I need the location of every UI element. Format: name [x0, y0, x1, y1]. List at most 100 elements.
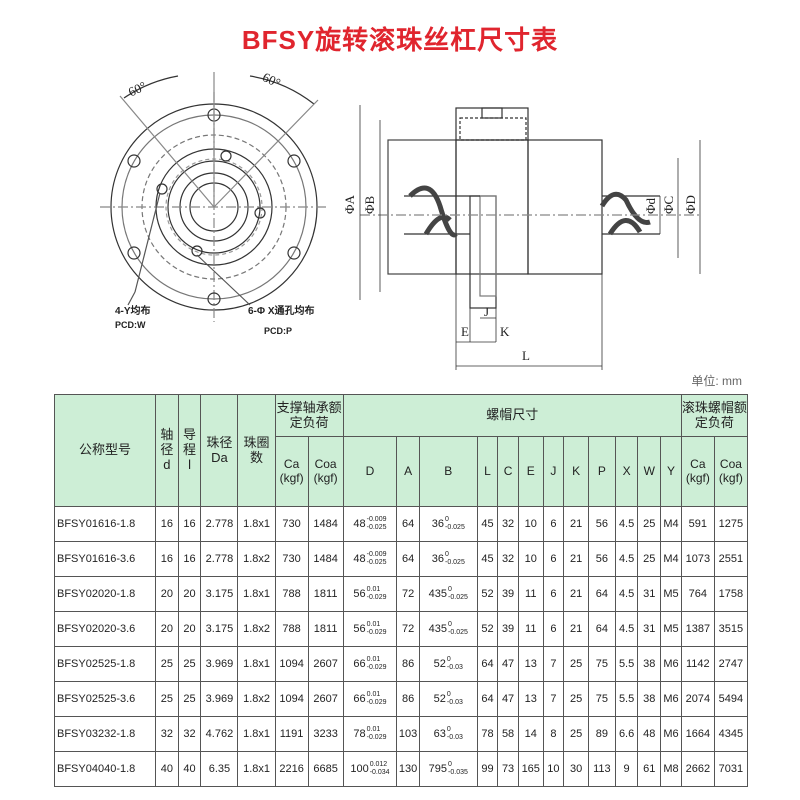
cell-A: 72	[396, 576, 420, 612]
header-nut-size: 螺帽尺寸	[342, 394, 682, 437]
dim-a-label: ΦA	[342, 194, 357, 214]
cell-bcoa: 6685	[307, 751, 344, 787]
header-col-P: P	[587, 436, 616, 507]
header-model: 公称型号	[53, 394, 157, 507]
cell-J: 6	[542, 576, 565, 612]
cell-A: 86	[396, 646, 420, 682]
front-view	[100, 72, 328, 322]
cell-da: 4.762	[200, 716, 239, 752]
header-col-D: D	[342, 436, 398, 507]
cell-C: 32	[497, 506, 519, 542]
cell-K: 21	[563, 611, 589, 647]
cell-l: 25	[177, 646, 202, 682]
cell-E: 11	[517, 611, 544, 647]
page-title: BFSY旋转滚珠丝杠尺寸表	[241, 25, 559, 55]
cell-A: 64	[396, 541, 420, 577]
cell-l: 32	[177, 716, 202, 752]
cell-L: 52	[476, 576, 499, 612]
dim-j-label: J	[484, 304, 489, 319]
cell-l: 16	[177, 506, 202, 542]
cell-Y: M5	[660, 611, 682, 647]
cell-X: 4.5	[614, 541, 639, 577]
cell-P: 56	[587, 506, 616, 542]
cell-model: BFSY02525-3.6	[53, 681, 157, 717]
cell-d: 20	[155, 611, 179, 647]
header-col-E: E	[517, 436, 544, 507]
cell-ncoa: 5494	[713, 681, 749, 717]
cell-d: 16	[155, 541, 179, 577]
cell-nca: 1073	[680, 541, 715, 577]
cell-model: BFSY03232-1.8	[53, 716, 157, 752]
header-col-A: A	[396, 436, 420, 507]
cell-E: 13	[517, 646, 544, 682]
cell-K: 25	[563, 681, 589, 717]
cell-bca: 730	[274, 541, 309, 577]
cell-da: 3.175	[200, 611, 239, 647]
cell-K: 25	[563, 646, 589, 682]
cell-Y: M4	[660, 506, 682, 542]
pcd-p-label: PCD:P	[264, 326, 292, 336]
cell-W: 31	[637, 576, 662, 612]
holes-y-label: 4-Y均布	[115, 304, 151, 317]
cell-J: 7	[542, 646, 565, 682]
cell-Y: M4	[660, 541, 682, 577]
cell-l: 40	[177, 751, 202, 787]
cell-P: 56	[587, 541, 616, 577]
cell-model: BFSY01616-3.6	[53, 541, 157, 577]
header-bearing-ca: Ca(kgf)	[274, 436, 309, 507]
cell-Y: M8	[660, 751, 682, 787]
cell-C: 73	[497, 751, 519, 787]
cell-X: 6.6	[614, 716, 639, 752]
header-col-K: K	[563, 436, 589, 507]
cell-turns: 1.8x1	[237, 751, 276, 787]
cell-nca: 1387	[680, 611, 715, 647]
cell-L: 64	[476, 646, 499, 682]
cell-d: 25	[155, 681, 179, 717]
cell-K: 25	[563, 716, 589, 752]
cell-nca: 1142	[680, 646, 715, 682]
cell-P: 75	[587, 646, 616, 682]
cell-model: BFSY02020-1.8	[53, 576, 157, 612]
cell-C: 58	[497, 716, 519, 752]
cell-nca: 2662	[680, 751, 715, 787]
cell-W: 25	[637, 541, 662, 577]
cell-da: 3.175	[200, 576, 239, 612]
holes-x-label: 6-Φ X通孔均布	[248, 304, 315, 317]
cell-Y: M5	[660, 576, 682, 612]
cell-turns: 1.8x2	[237, 541, 276, 577]
cell-J: 7	[542, 681, 565, 717]
cell-turns: 1.8x1	[237, 716, 276, 752]
cell-Y: M6	[660, 716, 682, 752]
cell-X: 4.5	[614, 611, 639, 647]
cell-P: 89	[587, 716, 616, 752]
angle-right-label: 60°	[260, 69, 283, 90]
cell-bcoa: 2607	[307, 681, 344, 717]
header-col-Y: Y	[660, 436, 682, 507]
cell-C: 32	[497, 541, 519, 577]
cell-nca: 1664	[680, 716, 715, 752]
cell-bcoa: 1811	[307, 576, 344, 612]
cell-Y: M6	[660, 646, 682, 682]
cell-bca: 788	[274, 611, 309, 647]
cell-P: 75	[587, 681, 616, 717]
cell-X: 9	[614, 751, 639, 787]
dim-c-label: ΦC	[661, 196, 676, 214]
cell-L: 45	[476, 506, 499, 542]
cell-bcoa: 3233	[307, 716, 344, 752]
cell-nca: 764	[680, 576, 715, 612]
cell-da: 2.778	[200, 506, 239, 542]
cell-E: 165	[517, 751, 544, 787]
cell-A: 86	[396, 681, 420, 717]
